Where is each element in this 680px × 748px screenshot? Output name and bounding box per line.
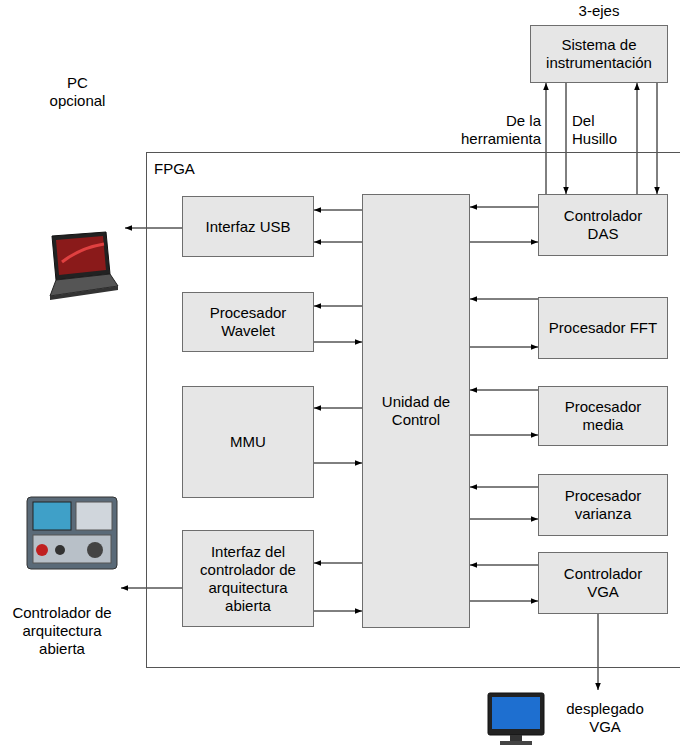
axis-heading: 3-ejes bbox=[531, 2, 667, 20]
process-box: MMU bbox=[182, 386, 314, 498]
signal-arrow bbox=[470, 487, 538, 488]
node-label: Interfaz USB bbox=[205, 218, 290, 236]
process-box: Procesador FFT bbox=[538, 297, 668, 359]
node-label: MMU bbox=[230, 433, 266, 451]
signal-arrow bbox=[566, 83, 567, 194]
signal-arrow bbox=[470, 390, 538, 391]
process-box: Procesador Wavelet bbox=[182, 292, 314, 352]
cnc-device: Controlador de arquitectura abierta bbox=[3, 494, 121, 658]
signal-arrow bbox=[470, 299, 538, 300]
signal-arrow bbox=[470, 565, 538, 566]
node-label: Procesador FFT bbox=[549, 319, 657, 337]
signal-arrow bbox=[314, 210, 362, 211]
node-label: desplegado VGA bbox=[555, 700, 655, 736]
instrument-box: 3-ejesSistema de instrumentación bbox=[530, 25, 668, 83]
process-box: Controlador VGA bbox=[538, 552, 668, 614]
process-box: Interfaz USB bbox=[182, 196, 314, 257]
signal-arrow bbox=[314, 611, 362, 612]
signal-arrow bbox=[657, 83, 658, 194]
signal-arrow bbox=[314, 408, 362, 409]
cnc-panel-icon bbox=[27, 497, 117, 569]
display-device: desplegado VGA bbox=[485, 690, 663, 746]
signal-arrow bbox=[314, 342, 362, 343]
process-box: Procesador media bbox=[538, 386, 668, 446]
signal-arrow bbox=[121, 588, 182, 589]
node-label: Procesador Wavelet bbox=[193, 304, 303, 340]
signal-label: De la herramienta bbox=[451, 112, 541, 148]
control-unit-box: Unidad de Control bbox=[362, 194, 470, 628]
signal-arrow bbox=[314, 242, 362, 243]
node-label: PC opcional bbox=[38, 74, 118, 110]
node-label: Controlador VGA bbox=[548, 565, 658, 601]
signal-arrow bbox=[546, 83, 547, 194]
node-label: Interfaz del controlador de arquitectura… bbox=[196, 543, 300, 615]
pc-device: PC opcional bbox=[30, 74, 125, 302]
signal-arrow bbox=[314, 306, 362, 307]
signal-arrow bbox=[470, 435, 538, 436]
signal-arrow bbox=[470, 347, 538, 348]
process-box: Interfaz del controlador de arquitectura… bbox=[182, 530, 314, 627]
node-label: Procesador varianza bbox=[548, 487, 658, 523]
signal-arrow bbox=[637, 83, 638, 194]
signal-label: Del Husillo bbox=[572, 112, 634, 148]
signal-arrow bbox=[470, 601, 538, 602]
process-box: Procesador varianza bbox=[538, 474, 668, 536]
node-label: Unidad de Control bbox=[381, 393, 451, 429]
signal-arrow bbox=[470, 207, 538, 208]
node-label: Procesador media bbox=[548, 398, 658, 434]
node-label: Sistema de instrumentación bbox=[531, 36, 667, 72]
signal-arrow bbox=[314, 563, 362, 564]
signal-arrow bbox=[470, 242, 538, 243]
laptop-icon bbox=[50, 232, 118, 300]
fpga-frame: FPGAInterfaz USBUnidad de ControlControl… bbox=[146, 152, 680, 668]
signal-arrow bbox=[470, 519, 538, 520]
signal-arrow bbox=[314, 463, 362, 464]
process-box: Controlador DAS bbox=[538, 194, 668, 256]
monitor-icon bbox=[488, 693, 544, 745]
node-label: Controlador DAS bbox=[548, 207, 658, 243]
signal-arrow bbox=[125, 228, 182, 229]
node-label: Controlador de arquitectura abierta bbox=[12, 604, 112, 658]
signal-arrow bbox=[598, 614, 599, 690]
node-label: FPGA bbox=[154, 160, 195, 177]
